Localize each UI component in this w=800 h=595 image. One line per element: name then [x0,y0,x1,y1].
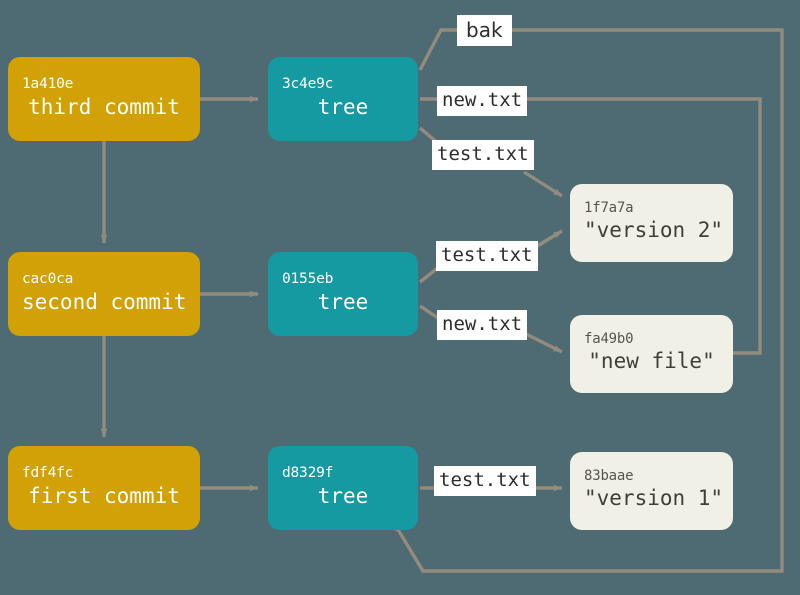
commit-label: second commit [22,289,187,314]
edge-label-test-txt-middle: test.txt [436,241,538,271]
edge-label-test-txt-bottom: test.txt [434,466,536,496]
blob-hash: fa49b0 [584,331,634,348]
edge-label-new-txt-middle: new.txt [437,310,528,340]
blob-label: "new file" [588,349,715,374]
tree-label: tree [317,483,369,508]
tree-hash: d8329f [282,465,334,482]
commit-node-third[interactable]: 1a410e third commit [8,57,200,141]
commit-hash: 1a410e [22,76,74,93]
edge-tree3c4e9c-bak-route [392,28,784,573]
commit-node-first[interactable]: fdf4fc first commit [8,446,200,530]
edge-tree0155eb-new-arrow [521,330,563,354]
tree-node-0155eb[interactable]: 0155eb tree [268,252,418,336]
tree-label: tree [317,289,369,314]
commit-hash: cac0ca [22,271,74,288]
edge-tree3c4e9c-bak [418,28,457,71]
edge-label-new-txt-top: new.txt [437,86,528,116]
commit-label: third commit [28,94,180,119]
edge-label-test-txt-top: test.txt [432,140,534,170]
blob-hash: 1f7a7a [584,200,634,217]
commit-hash: fdf4fc [22,465,74,482]
blob-label: "version 1" [584,486,724,511]
blob-node-1f7a7a[interactable]: 1f7a7a "version 2" [570,184,733,262]
blob-node-83baae[interactable]: 83baae "version 1" [570,452,733,530]
commit-node-second[interactable]: cac0ca second commit [8,252,200,336]
blob-hash: 83baae [584,468,634,485]
tree-node-3c4e9c[interactable]: 3c4e9c tree [268,57,418,141]
edge-tree3c4e9c-test-arrow [523,170,563,198]
blob-node-fa49b0[interactable]: fa49b0 "new file" [570,315,733,393]
tree-label: tree [317,94,369,119]
tree-hash: 3c4e9c [282,76,334,93]
tree-hash: 0155eb [282,271,334,288]
edge-label-bak: bak [457,15,512,46]
commit-label: first commit [28,483,180,508]
tree-node-d8329f[interactable]: d8329f tree [268,446,418,530]
blob-label: "version 2" [584,218,724,243]
